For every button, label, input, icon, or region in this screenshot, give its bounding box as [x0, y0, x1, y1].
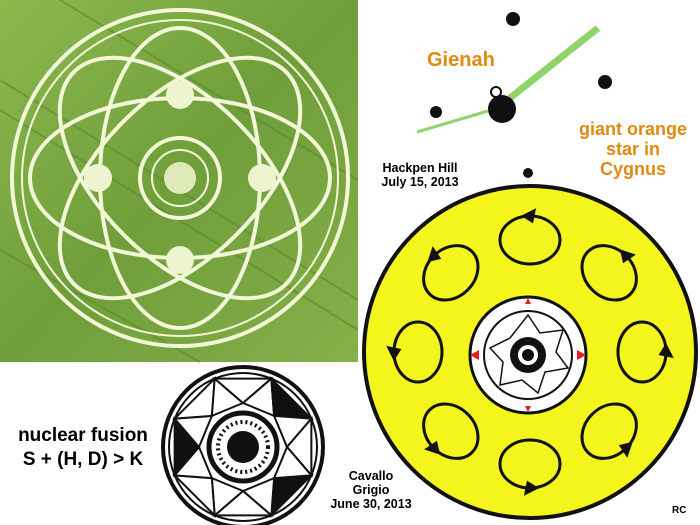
hackpen-diagram: [362, 184, 698, 520]
arrowhead-icon: [619, 249, 636, 264]
credit: RC: [672, 505, 687, 516]
star-desc-line: Cygnus: [599, 158, 666, 179]
star-description: giant orange star in Cygnus: [566, 119, 700, 179]
fusion-caption: nuclear fusion S + (H, D) > K: [4, 424, 162, 472]
star-chart: [416, 12, 612, 178]
caption-line: June 30, 2013: [330, 496, 412, 511]
caption-line: Grigio: [352, 482, 390, 497]
arrowhead-icon: [386, 345, 402, 362]
arrowhead-icon: [424, 440, 441, 455]
star-desc-line: giant orange: [578, 119, 687, 139]
hackpen-caption: Hackpen Hill July 15, 2013: [368, 161, 472, 190]
caption-line: Hackpen Hill: [382, 161, 458, 175]
gienah-label: Gienah: [427, 49, 495, 71]
cavallo-caption: Cavallo Grigio June 30, 2013: [326, 469, 416, 511]
triangle-segment: [272, 445, 314, 480]
arrowhead-icon: [618, 441, 633, 458]
caption-line: Cavallo: [348, 469, 394, 483]
arrowhead-icon: [523, 480, 540, 496]
arrowhead-icon: [427, 246, 442, 263]
arrowhead-icon: [520, 208, 537, 224]
caption-line: S + (H, D) > K: [22, 448, 144, 470]
caption-line: July 15, 2013: [381, 174, 459, 189]
cavallo-diagram: [161, 365, 325, 525]
crop-circle-photo: [0, 0, 359, 363]
star-desc-line: star in: [605, 138, 661, 159]
arrowhead-icon: [658, 342, 674, 359]
star-gienah: [488, 95, 516, 123]
caption-line: nuclear fusion: [18, 425, 148, 446]
